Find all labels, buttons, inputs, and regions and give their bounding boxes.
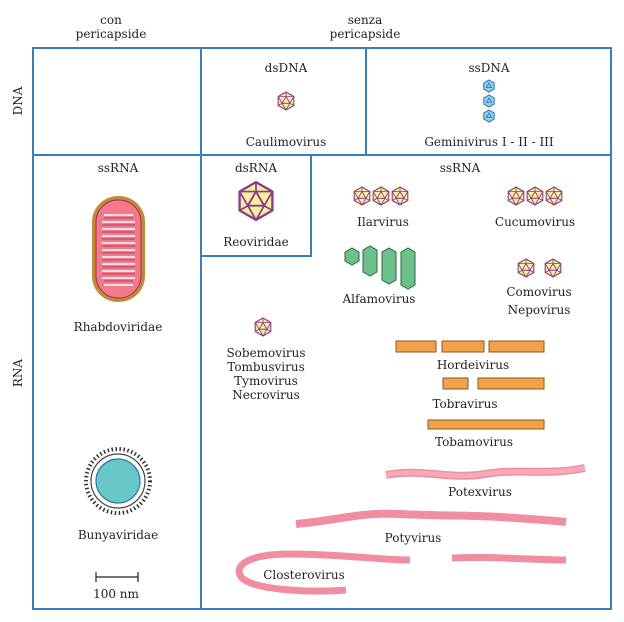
- potyvirus-label: Potyvirus: [384, 531, 442, 545]
- scale-bar: [95, 572, 139, 582]
- hordeivirus-label: Hordeivirus: [436, 358, 510, 372]
- ssrna-enveloped-title: ssRNA: [97, 161, 139, 175]
- alfamovirus-icon: [344, 245, 416, 290]
- comovirus-icon: [517, 258, 562, 278]
- closterovirus-label: Closterovirus: [263, 568, 345, 582]
- alfamovirus-label: Alfamovirus: [342, 292, 416, 306]
- scale-bar-label: 100 nm: [93, 587, 139, 601]
- tobamovirus-icon: [427, 419, 545, 430]
- caulimovirus-icon: [277, 91, 295, 111]
- cucumovirus-label: Cucumovirus: [494, 215, 576, 229]
- sobemovirus-icon: [254, 317, 272, 337]
- rhabdoviridae-label: Rhabdoviridae: [73, 320, 163, 334]
- geminivirus-icon: [483, 79, 495, 123]
- tobravirus-icon: [442, 377, 545, 390]
- potyvirus-icon: [295, 509, 567, 528]
- reoviridae-label: Reoviridae: [223, 235, 289, 249]
- rhabdoviridae-icon: [92, 196, 145, 302]
- bunyaviridae-label: Bunyaviridae: [77, 528, 159, 542]
- geminivirus-label: Geminivirus I - II - III: [424, 135, 554, 149]
- tobamovirus-label: Tobamovirus: [435, 435, 513, 449]
- header-senza-pericapside: senza pericapside: [329, 13, 401, 41]
- grid-lines: [32, 47, 612, 610]
- ssdna-title: ssDNA: [468, 61, 510, 75]
- potexvirus-label: Potexvirus: [448, 485, 512, 499]
- caulimovirus-label: Caulimovirus: [245, 135, 327, 149]
- necrovirus-label: Necrovirus: [232, 388, 300, 402]
- sobemovirus-label: Sobemovirus: [226, 346, 306, 360]
- potexvirus-icon: [385, 464, 586, 480]
- dsrna-title: dsRNA: [234, 161, 278, 175]
- ssrna-title: ssRNA: [439, 161, 481, 175]
- header-con-pericapside: con pericapside: [75, 13, 147, 41]
- tobravirus-label: Tobravirus: [432, 397, 498, 411]
- reoviridae-icon: [238, 180, 274, 222]
- tymovirus-label: Tymovirus: [234, 374, 298, 388]
- cucumovirus-icon: [507, 186, 563, 206]
- bunyaviridae-icon: [84, 447, 152, 515]
- comovirus-label: Comovirus: [506, 285, 572, 299]
- sobemo-group-label: Sobemovirus Tombusvirus Tymovirus Necrov…: [220, 346, 312, 402]
- dsdna-title: dsDNA: [264, 61, 308, 75]
- hordeivirus-icon: [395, 340, 545, 353]
- nepovirus-label: Nepovirus: [507, 303, 571, 317]
- closterovirus-icon: [235, 550, 567, 595]
- tombusvirus-label: Tombusvirus: [227, 360, 305, 374]
- ilarvirus-icon: [353, 186, 409, 206]
- ilarvirus-label: Ilarvirus: [357, 215, 409, 229]
